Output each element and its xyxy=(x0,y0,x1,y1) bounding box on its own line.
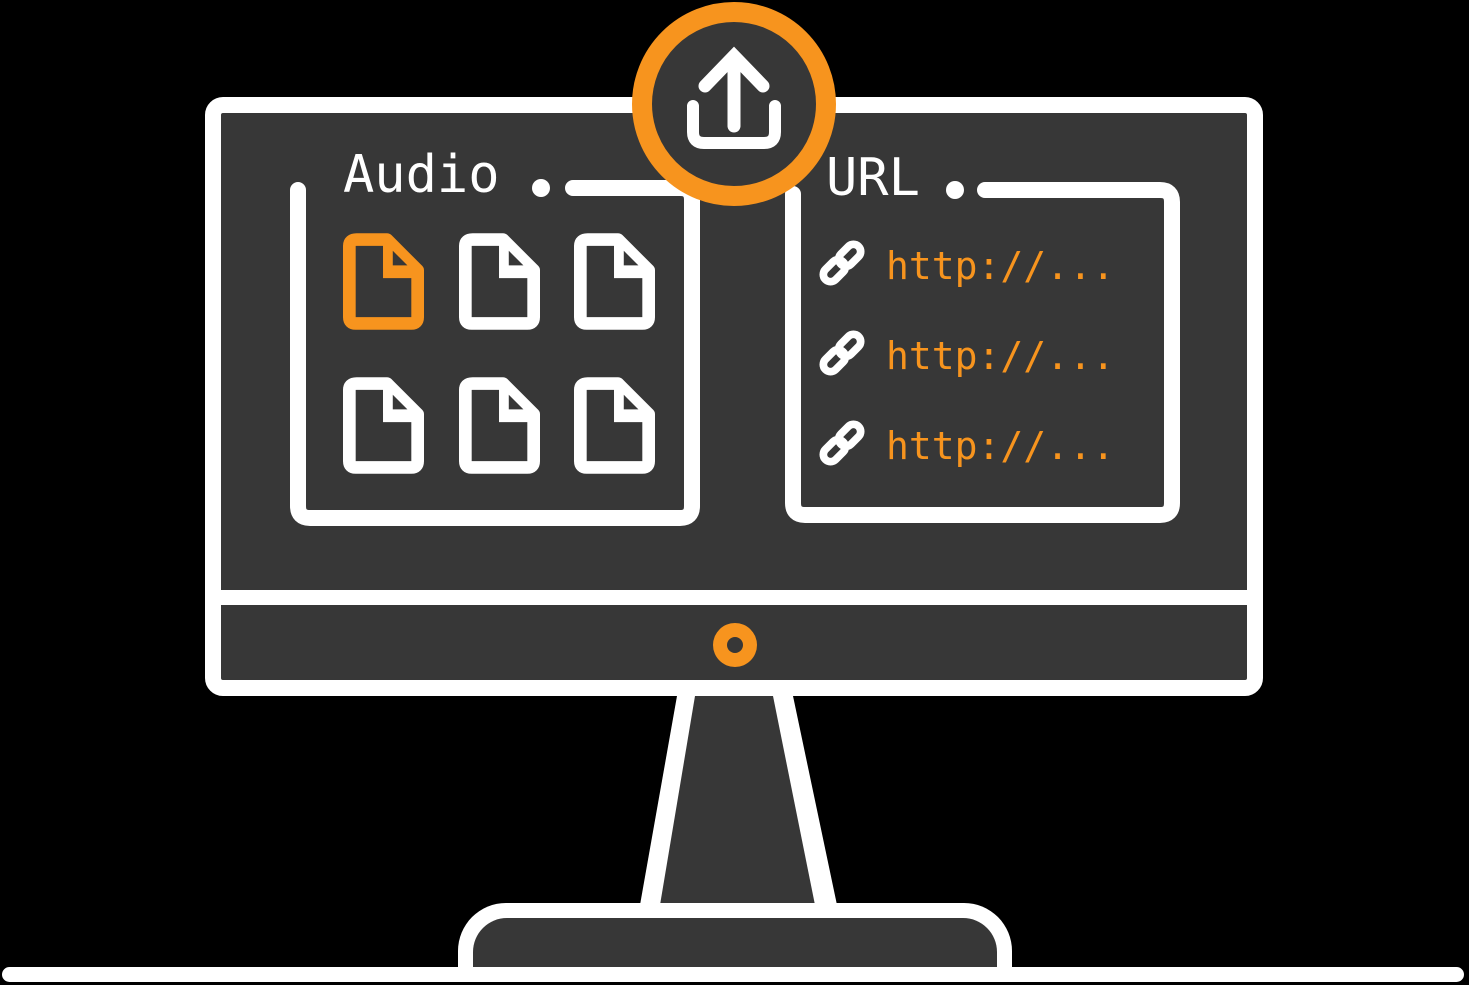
audio-label-dot xyxy=(532,179,550,197)
upload-icon xyxy=(687,46,781,149)
monitor-chin-separator xyxy=(221,590,1247,605)
url-link-text[interactable]: http://... xyxy=(886,334,1115,378)
url-link-text[interactable]: http://... xyxy=(886,244,1115,288)
url-link-text[interactable]: http://... xyxy=(886,424,1115,468)
url-panel-label: URL xyxy=(826,148,920,208)
audio-file-icon-selected[interactable] xyxy=(343,233,424,330)
audio-file-icon[interactable] xyxy=(459,377,540,474)
audio-panel-border xyxy=(290,180,700,526)
url-panel-border xyxy=(785,182,1180,523)
audio-file-icon[interactable] xyxy=(459,233,540,330)
power-led xyxy=(713,623,757,667)
audio-file-icon[interactable] xyxy=(574,233,655,330)
link-icon xyxy=(819,330,865,376)
link-icon xyxy=(819,240,865,286)
url-label-dot xyxy=(946,181,964,199)
power-led-hole xyxy=(727,637,743,653)
floor-line xyxy=(2,967,1464,982)
audio-file-icon[interactable] xyxy=(574,377,655,474)
link-icon xyxy=(819,420,865,466)
audio-file-icon[interactable] xyxy=(343,377,424,474)
audio-panel-label: Audio xyxy=(343,145,500,205)
